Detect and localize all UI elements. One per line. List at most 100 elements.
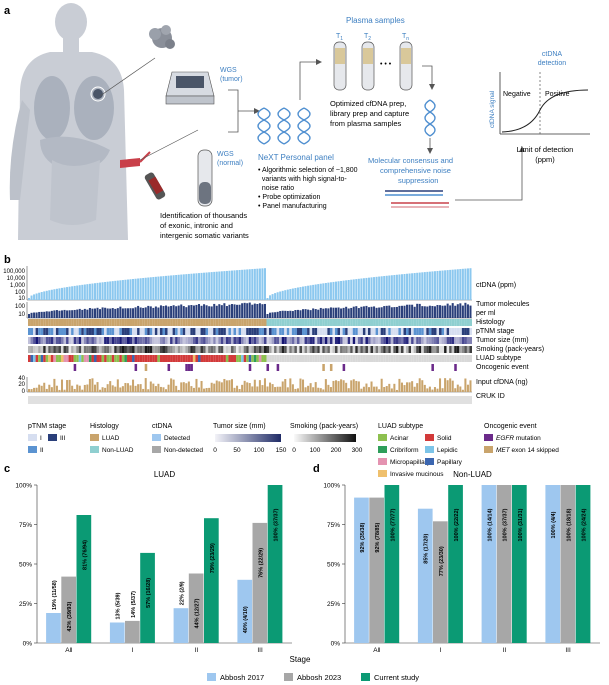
tumor-bar <box>449 305 452 318</box>
subtype-cell <box>210 355 214 362</box>
stage-cell <box>416 328 419 335</box>
tumor-bar <box>30 312 33 318</box>
smoking-cell <box>218 346 221 353</box>
size-cell <box>342 337 346 344</box>
input-bar <box>459 386 462 392</box>
subtype-cell <box>106 355 110 362</box>
size-cell <box>274 337 277 344</box>
smoking-cell <box>327 346 330 353</box>
size-cell <box>294 337 297 344</box>
smoking-cell <box>431 346 434 353</box>
onco-cell <box>190 364 193 371</box>
subtype-cell <box>33 355 36 362</box>
subtype-cell <box>370 355 374 362</box>
subtype-cell <box>334 355 338 362</box>
input-bar <box>30 389 33 392</box>
subtype-cell <box>385 355 389 362</box>
subtype-cell <box>60 355 64 362</box>
histology-cell <box>185 319 188 326</box>
size-cell <box>411 337 414 344</box>
ctdna-bar <box>449 269 452 300</box>
smoking-cell <box>195 346 198 353</box>
bar-abbosh-2017 <box>481 485 497 643</box>
onco-cell <box>134 364 138 371</box>
ctdna-bar <box>121 280 124 300</box>
stage-cell <box>269 328 272 335</box>
histology-cell <box>439 319 442 326</box>
stage-cell <box>45 328 49 335</box>
histology-cell <box>68 319 72 326</box>
size-cell <box>182 337 186 344</box>
subtype-cell <box>279 355 282 362</box>
histology-cell <box>421 319 424 326</box>
smoking-cell <box>251 346 254 353</box>
subtype-cell <box>223 355 226 362</box>
tumor-bar <box>350 307 353 318</box>
tumor-bar <box>116 308 119 318</box>
subtype-cell <box>451 355 455 362</box>
size-cell <box>53 337 56 344</box>
data-label: 100% (37/37) <box>274 508 280 541</box>
subtype-cell <box>352 355 356 362</box>
smoking-cell <box>334 346 338 353</box>
size-cell <box>436 337 440 344</box>
size-cell <box>154 337 158 344</box>
data-label: 44% (12/27) <box>195 598 201 628</box>
smoking-cell <box>139 346 143 353</box>
tube-label-2: T2 <box>364 33 371 42</box>
input-bar <box>230 379 233 392</box>
histology-cell <box>263 319 267 326</box>
stage-cell <box>132 328 135 335</box>
bar-abbosh-2023 <box>496 485 512 643</box>
size-cell <box>236 337 239 344</box>
input-bar <box>253 379 256 392</box>
stage-cell <box>365 328 368 335</box>
stage-cell <box>400 328 404 335</box>
histology-cell <box>45 319 49 326</box>
subtype-cell <box>180 355 183 362</box>
input-bar <box>121 386 124 392</box>
subtype-cell <box>439 355 442 362</box>
tumor-bar <box>380 307 383 318</box>
smoking-cell <box>63 346 67 353</box>
tumor-bar <box>281 310 284 318</box>
size-cell <box>439 337 442 344</box>
smoking-cell <box>362 346 366 353</box>
stage-cell <box>83 328 87 335</box>
tumor-bar <box>251 304 254 318</box>
stage-cell <box>373 328 376 335</box>
ctdna-bar <box>109 281 112 300</box>
histology-cell <box>218 319 221 326</box>
subtype-cell <box>395 355 399 362</box>
tumor-bar <box>40 311 43 318</box>
tumor-bar <box>246 303 249 318</box>
smoking-cell <box>162 346 166 353</box>
tumor-bar <box>149 306 152 318</box>
tumor-bar <box>58 310 61 318</box>
smoking-cell <box>210 346 214 353</box>
ctdna-bar <box>71 286 74 300</box>
tumor-bar <box>185 307 188 318</box>
tumor-bar <box>45 311 48 318</box>
smoking-cell <box>101 346 105 353</box>
ytick-ctdna-3: 100 <box>15 290 26 296</box>
size-cell <box>421 337 424 344</box>
histology-cell <box>43 319 46 326</box>
histology-cell <box>324 319 328 326</box>
tumor-bar <box>388 305 391 318</box>
histology-cell <box>101 319 105 326</box>
tumor-bar <box>416 303 419 318</box>
smoking-cell <box>180 346 183 353</box>
ctdna-bar <box>159 276 162 300</box>
subtype-cell <box>294 355 297 362</box>
histology-cell <box>40 319 44 326</box>
stage-cell <box>197 328 201 335</box>
stage-cell <box>114 328 117 335</box>
ctdna-bar <box>388 275 391 300</box>
stage-cell <box>68 328 72 335</box>
histology-cell <box>126 319 130 326</box>
tumor-bar <box>129 308 132 318</box>
ctdna-bar <box>317 284 320 300</box>
smoking-cell <box>121 346 125 353</box>
